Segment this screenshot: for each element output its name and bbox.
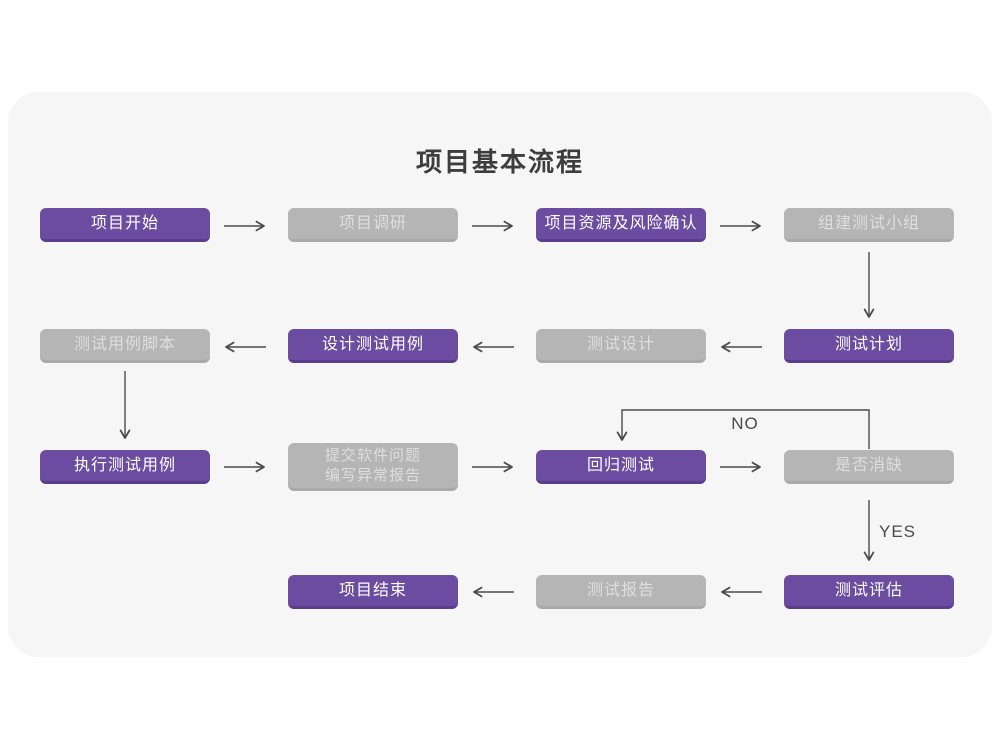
node-design-test-case: 设计测试用例: [288, 329, 458, 363]
node-test-case-script: 测试用例脚本: [40, 329, 210, 363]
node-label: 测试用例脚本: [73, 335, 176, 353]
node-test-evaluation: 测试评估: [784, 575, 954, 609]
node-label: 测试计划: [834, 335, 903, 353]
node-test-report: 测试报告: [536, 575, 706, 609]
node-label: 回归测试: [586, 456, 655, 474]
node-project-end: 项目结束: [288, 575, 458, 609]
edge-label-no: NO: [731, 414, 759, 433]
node-label: 项目开始: [90, 214, 159, 232]
edge-label-yes: YES: [879, 522, 917, 541]
node-label: 组建测试小组: [817, 214, 920, 232]
node-regression-test: 回归测试: [536, 450, 706, 484]
node-label: 设计测试用例: [321, 335, 424, 353]
node-label: 测试设计: [586, 335, 655, 353]
node-submit-issue-report: 提交软件问题 编写异常报告: [288, 443, 458, 491]
flowchart-card: [8, 92, 992, 657]
node-label: 是否消缺: [834, 456, 903, 474]
node-resource-risk-confirm: 项目资源及风险确认: [536, 208, 706, 242]
node-test-plan: 测试计划: [784, 329, 954, 363]
node-execute-test-case: 执行测试用例: [40, 450, 210, 484]
node-label: 执行测试用例: [73, 456, 176, 474]
node-label: 测试评估: [834, 581, 903, 599]
node-build-test-team: 组建测试小组: [784, 208, 954, 242]
node-label: 提交软件问题 编写异常报告: [324, 446, 421, 484]
node-test-design: 测试设计: [536, 329, 706, 363]
node-project-start: 项目开始: [40, 208, 210, 242]
node-defect-cleared: 是否消缺: [784, 450, 954, 484]
node-label: 项目结束: [338, 581, 407, 599]
node-label: 项目资源及风险确认: [544, 214, 698, 232]
diagram-title: 项目基本流程: [415, 147, 584, 177]
node-label: 项目调研: [338, 214, 407, 232]
node-label: 测试报告: [586, 581, 655, 599]
node-project-research: 项目调研: [288, 208, 458, 242]
